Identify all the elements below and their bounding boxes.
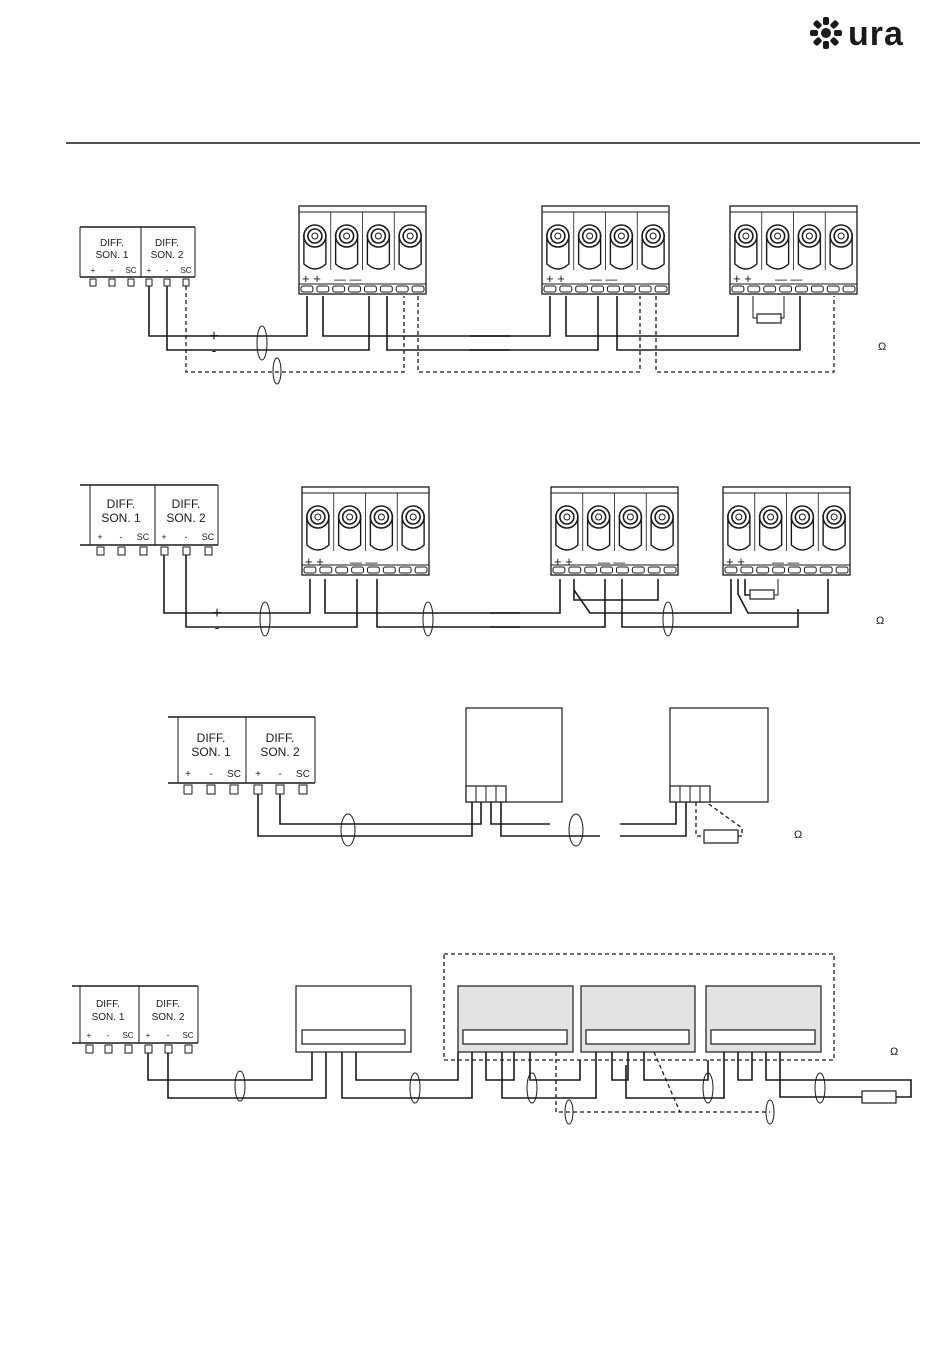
pin-label: - [278,769,281,780]
ohm-label: Ω [878,341,886,353]
pin-label: - [120,532,123,542]
cable-marker [663,602,673,636]
cable-marker [423,602,433,636]
pin-label: SC [122,1031,133,1040]
terminal-plus-label: + + [554,554,573,569]
terminal-plus-label: + + [305,554,324,569]
terminal-plus-label: + + [302,271,321,286]
pin-label: + [161,532,166,542]
cable-marker [235,1071,245,1101]
strip-label-bottom: SON. 2 [151,250,184,261]
strip-label-top: DIFF. [96,999,120,1010]
diagram-2: DIFF. SON. 1 DIFF. SON. 2 + - SC + - SC … [80,485,884,636]
cable-marker [569,814,583,846]
terminal-minus-label: — — [598,555,625,569]
panel-box [296,986,411,1052]
pin-label: SC [180,266,191,275]
panel-box [581,986,695,1052]
terminal-minus-label: — — [334,272,361,286]
resistor [862,1091,896,1103]
module-box [670,708,768,802]
pin-label: - [111,266,114,275]
panel-box [458,986,573,1052]
pin-label: SC [182,1031,193,1040]
ohm-label: Ω [876,615,884,627]
strip-label-bottom: SON. 1 [96,250,129,261]
brand-logo: ura [810,15,904,53]
strip-label-top: DIFF. [172,497,201,511]
strip-label-bottom: SON. 1 [92,1012,125,1023]
pin-label: SC [125,266,136,275]
terminal-plus-label: + + [733,271,752,286]
pin-label: + [255,769,261,780]
ohm-label: Ω [794,829,802,841]
terminal-minus-label: — — [775,272,802,286]
pin-label: - [209,769,212,780]
pin-label: + [91,266,96,275]
strip-label-top: DIFF. [266,731,295,745]
ohm-label: Ω [890,1046,898,1058]
terminal-plus-label: + + [546,271,565,286]
terminal-plus-label: + + [726,554,745,569]
diagram-3: DIFF. SON. 1 DIFF. SON. 2 + - SC + - SC [168,708,802,846]
diff-son-strip: DIFF. SON. 1 DIFF. SON. 2 + - SC + - SC [168,717,315,794]
pin-label: + [147,266,152,275]
cable-marker [341,814,355,846]
strip-label-top: DIFF. [155,238,179,249]
diagram-1: DIFF. SON. 1 DIFF. SON. 2 + - SC + - SC … [80,206,886,384]
wire-minus-label: - [212,342,217,358]
strip-label-top: DIFF. [107,497,136,511]
pin-label: SC [227,769,241,780]
strip-label-top: DIFF. [197,731,226,745]
bus-wires [149,286,834,372]
module-box [466,708,562,802]
pin-label: - [107,1031,110,1040]
pin-label: - [167,1031,170,1040]
pin-label: - [166,266,169,275]
cable-marker [260,602,270,636]
terminal-minus-label: — — [350,555,377,569]
diff-son-strip: DIFF. SON. 1 DIFF. SON. 2 + - SC + - SC [80,485,218,555]
strip-label-bottom: SON. 2 [152,1012,185,1023]
cable-marker [273,358,281,384]
wire-minus-label: - [215,619,220,635]
strip-label-top: DIFF. [156,999,180,1010]
logo-flower-icon [810,17,842,49]
pin-label: + [87,1031,92,1040]
terminal-minus-label: — — [772,555,799,569]
resistor [704,830,738,843]
diff-son-strip: DIFF. SON. 1 DIFF. SON. 2 + - SC + - SC [80,227,195,286]
diagram-4: DIFF. SON. 1 DIFF. SON. 2 + - SC + - SC [72,954,911,1124]
logo-text: ura [848,15,904,53]
strip-label-bottom: SON. 2 [260,745,300,759]
terminal-minus-label: — — [590,272,617,286]
panel-box [706,986,821,1052]
strip-label-top: DIFF. [100,238,124,249]
pin-label: - [185,532,188,542]
pin-label: SC [137,532,150,542]
pin-label: + [97,532,102,542]
strip-label-bottom: SON. 2 [166,511,206,525]
strip-label-bottom: SON. 1 [191,745,231,759]
cable-marker [257,326,267,360]
strip-label-bottom: SON. 1 [101,511,141,525]
bus-wires [148,1052,911,1112]
pin-label: SC [202,532,215,542]
pin-label: + [146,1031,151,1040]
diff-son-strip: DIFF. SON. 1 DIFF. SON. 2 + - SC + - SC [72,986,198,1053]
pin-label: SC [296,769,310,780]
pin-label: + [185,769,191,780]
cable-marker [815,1073,825,1103]
